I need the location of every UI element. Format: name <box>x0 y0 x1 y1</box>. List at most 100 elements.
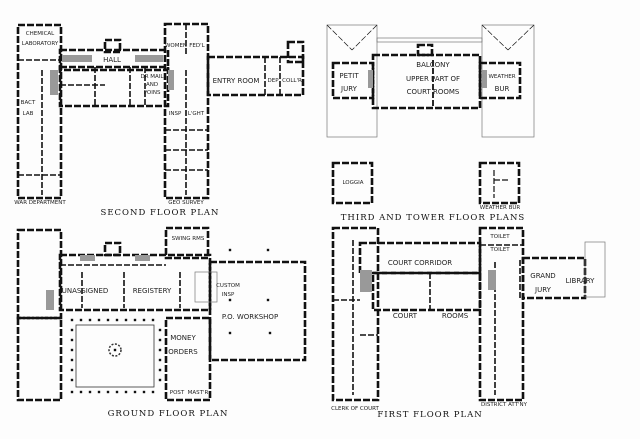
column <box>228 248 232 252</box>
stair <box>135 55 163 62</box>
stair <box>135 255 150 261</box>
column <box>158 378 162 382</box>
column <box>151 390 155 394</box>
third-floor-plan: BALCONY UPPER PART OF COURT ROOMS PETIT … <box>339 61 524 223</box>
column <box>70 318 74 322</box>
room-label: BUR <box>495 85 510 93</box>
column <box>97 390 101 394</box>
room-label: WEATHER <box>488 74 515 80</box>
room-label: ROOMS <box>442 312 469 320</box>
plan-title: GROUND FLOOR PLAN <box>108 409 229 419</box>
roof-outline <box>326 24 378 138</box>
wall <box>478 226 525 402</box>
room-label: TOILET <box>489 234 510 240</box>
column <box>124 390 128 394</box>
room-label: ENTRY ROOM <box>213 77 260 85</box>
room-label: LOGGIA <box>342 180 363 186</box>
room-label: CUSTOM <box>216 283 240 289</box>
room-label: POINS <box>144 90 161 96</box>
column <box>115 390 119 394</box>
column <box>133 390 137 394</box>
wing-label: DISTRICT ATT'NY <box>481 402 528 408</box>
room-label: BACT <box>21 100 36 106</box>
column <box>158 368 162 372</box>
room-label: FED'L <box>189 43 205 49</box>
room-label: TOILET <box>489 247 510 253</box>
room-label: LAB <box>23 111 34 117</box>
plan-title: SECOND FLOOR PLAN <box>101 208 220 218</box>
column <box>70 378 74 382</box>
room-label: P.O. WORKSHOP <box>222 313 278 321</box>
room-label: SWING RMS <box>172 236 205 242</box>
wall <box>103 38 122 54</box>
stair <box>168 70 174 90</box>
wall <box>164 226 210 260</box>
column <box>158 328 162 332</box>
column <box>133 318 137 322</box>
walls <box>16 22 606 402</box>
room-label: UPPER PART OF <box>406 75 460 83</box>
wall <box>478 161 521 205</box>
fountain <box>108 343 122 357</box>
room-label: INSP <box>169 111 182 117</box>
column <box>70 338 74 342</box>
wall <box>416 43 434 57</box>
column <box>70 390 74 394</box>
partition <box>507 24 535 51</box>
column <box>70 348 74 352</box>
partition <box>326 24 353 51</box>
column <box>88 318 92 322</box>
room-label: REGISTERY <box>133 287 172 295</box>
stair <box>360 270 372 292</box>
room-label: CHEMICAL <box>26 31 55 37</box>
roof-outline <box>584 241 606 298</box>
column <box>151 318 155 322</box>
room-label: INSP <box>222 292 235 298</box>
wall <box>16 316 63 402</box>
wall <box>206 55 305 97</box>
room-label: DR MAIL <box>141 74 165 80</box>
wall <box>208 260 307 362</box>
room-label: COLL'R <box>282 78 302 84</box>
column <box>115 318 119 322</box>
room-label: WEATHER BUR <box>480 205 521 211</box>
stair <box>80 255 95 261</box>
room-label: BALCONY <box>416 61 450 69</box>
room-label: COURT CORRIDOR <box>388 259 452 267</box>
wall <box>103 241 122 257</box>
column <box>268 331 272 335</box>
wing-label: CLERK OF COURT <box>331 406 379 412</box>
column <box>158 338 162 342</box>
stair <box>50 70 58 95</box>
stair <box>488 270 496 290</box>
column <box>70 328 74 332</box>
first-floor-plan: TOILET TOILET COURT CORRIDOR GRAND JURY … <box>331 234 595 420</box>
column <box>266 248 270 252</box>
room-label: AND <box>146 82 158 88</box>
stair <box>46 290 54 310</box>
stair <box>62 55 92 62</box>
room-label: JURY <box>534 286 552 294</box>
column <box>113 348 117 352</box>
room-label: PETIT <box>339 72 359 80</box>
wing-label: WAR DEPARTMENT <box>14 200 66 206</box>
roof-outline <box>481 24 535 138</box>
wall <box>371 271 482 312</box>
wall <box>16 228 63 320</box>
room-label: GRAND <box>530 272 555 280</box>
room-label: COURT ROOMS <box>407 88 460 96</box>
wall <box>331 161 374 205</box>
column <box>142 390 146 394</box>
wall <box>164 316 212 402</box>
courtyard <box>75 324 155 388</box>
wall <box>331 226 380 402</box>
room-label: WOMEN <box>165 43 187 49</box>
column <box>142 318 146 322</box>
room-label: MAST'R <box>188 390 209 396</box>
room-label: LABORATORY <box>22 41 59 47</box>
room-label: ORDERS <box>168 348 198 356</box>
column <box>106 390 110 394</box>
room-label: POST <box>170 390 185 396</box>
plan-title: FIRST FLOOR PLAN <box>377 410 482 420</box>
